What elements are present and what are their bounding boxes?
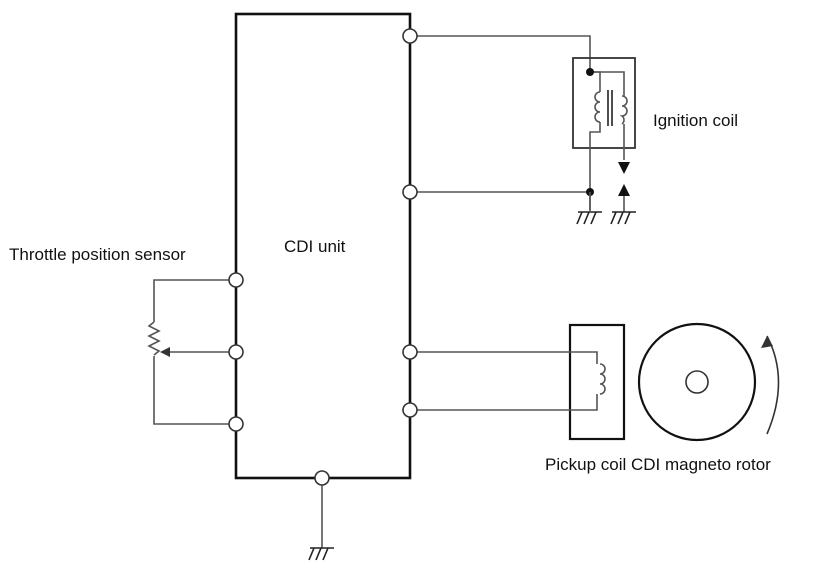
ground-icon — [576, 211, 602, 225]
terminal — [402, 344, 418, 360]
pickup-winding-icon — [599, 363, 606, 395]
throttle-sensor-circuit — [147, 279, 236, 425]
magneto-rotor-icon — [637, 322, 780, 442]
terminal — [228, 272, 244, 288]
cdi-unit-label: CDI unit — [284, 237, 346, 256]
ignition-coil-label: Ignition coil — [653, 111, 739, 130]
spark-gap-lower-icon — [618, 184, 630, 196]
pickup-coil-box — [568, 323, 626, 441]
ignition-coil-circuit — [410, 35, 636, 225]
cdi-ground — [308, 478, 334, 561]
ignition-coil-box — [572, 57, 636, 149]
spark-gap-upper-icon — [618, 162, 630, 174]
secondary-winding-icon — [619, 95, 628, 125]
ground-icon — [610, 211, 636, 225]
terminals — [228, 28, 418, 486]
primary-winding-icon — [594, 91, 601, 123]
terminal — [402, 28, 418, 44]
terminal — [228, 416, 244, 432]
potentiometer-icon — [147, 321, 161, 356]
terminal — [402, 402, 418, 418]
pickup-coil-circuit — [410, 323, 626, 441]
throttle-sensor-label: Throttle position sensor — [9, 245, 186, 264]
pickup-rotor-label: Pickup coil CDI magneto rotor — [545, 455, 771, 474]
terminal — [314, 470, 330, 486]
terminal — [228, 344, 244, 360]
terminal — [402, 184, 418, 200]
rotation-arrow-icon — [766, 335, 780, 435]
wiper-arrow-icon — [160, 347, 170, 357]
